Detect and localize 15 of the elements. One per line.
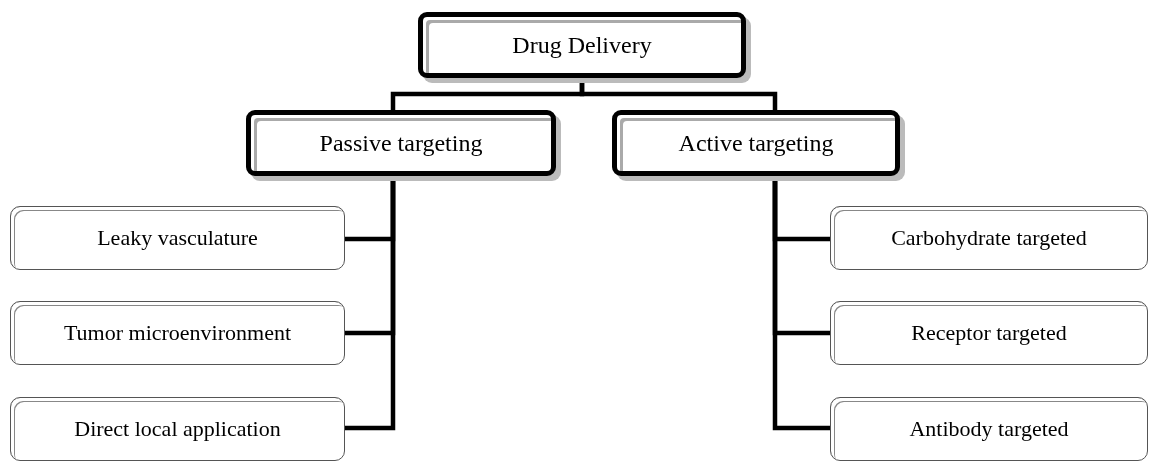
item-box: [830, 206, 1148, 270]
item-box: [10, 206, 345, 270]
box-label: Active targeting: [678, 129, 834, 157]
item-box: [10, 301, 345, 365]
item-box: [830, 397, 1148, 461]
box-label: Direct local application: [74, 416, 281, 442]
item-box: [830, 301, 1148, 365]
item-box: [10, 397, 345, 461]
box-label: Drug Delivery: [512, 31, 652, 59]
box-label: Antibody targeted: [909, 416, 1069, 442]
box-label: Passive targeting: [319, 129, 483, 157]
box-label: Carbohydrate targeted: [891, 225, 1087, 251]
box-label: Leaky vasculature: [97, 225, 258, 251]
box-label: Tumor microenvironment: [63, 320, 292, 346]
box-label: Receptor targeted: [911, 320, 1067, 346]
